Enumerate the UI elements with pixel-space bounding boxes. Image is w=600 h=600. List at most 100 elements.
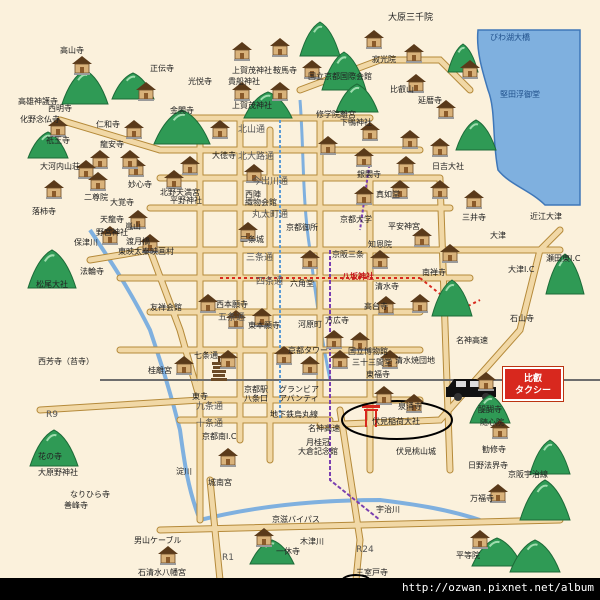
place-label[interactable]: 近江大津 bbox=[530, 212, 562, 221]
place-label[interactable]: 大河内山荘 bbox=[40, 162, 80, 171]
place-label[interactable]: 月桂冠 bbox=[306, 438, 330, 447]
place-label[interactable]: 高山寺 bbox=[60, 46, 84, 55]
place-label[interactable]: 金閣寺 bbox=[170, 106, 194, 115]
place-label[interactable]: なりひら寺 bbox=[70, 490, 110, 499]
place-label[interactable]: 比叡山 bbox=[390, 85, 414, 94]
place-label[interactable]: 修学院離宮 bbox=[316, 110, 356, 119]
place-label[interactable]: R9 bbox=[46, 410, 58, 420]
place-label[interactable]: 正伝寺 bbox=[150, 64, 174, 73]
place-label[interactable]: 男山ケーブル bbox=[134, 536, 182, 545]
place-label[interactable]: 十条通 bbox=[196, 419, 224, 429]
place-label[interactable]: 木津川 bbox=[300, 537, 324, 546]
place-label[interactable]: 京都南I.C bbox=[202, 432, 237, 441]
place-label[interactable]: 二条城 bbox=[240, 235, 264, 244]
place-label[interactable]: 京都御所 bbox=[286, 223, 318, 232]
place-label[interactable]: 三十三間堂 bbox=[352, 358, 392, 367]
place-label[interactable]: 二尊院 bbox=[84, 193, 108, 202]
hiei-taxi-label[interactable]: 比叡 タクシー bbox=[503, 367, 563, 401]
place-label[interactable]: 大徳寺 bbox=[212, 151, 236, 160]
place-label[interactable]: 七条通 bbox=[194, 351, 218, 360]
place-label[interactable]: 保津川 bbox=[74, 238, 98, 247]
place-label[interactable]: 松尾大社 bbox=[36, 280, 68, 289]
place-label[interactable]: 延暦寺 bbox=[418, 96, 442, 105]
place-label[interactable]: 万福寺 bbox=[470, 494, 494, 503]
place-label[interactable]: 仁和寺 bbox=[96, 120, 120, 129]
place-label[interactable]: 大津 bbox=[490, 231, 506, 240]
place-label[interactable]: 高雄神護寺 bbox=[18, 97, 58, 106]
place-label[interactable]: 堅田浮御堂 bbox=[500, 90, 540, 99]
place-label[interactable]: 下鴨神社 bbox=[340, 118, 372, 127]
place-label[interactable]: 清水焼団地 bbox=[395, 356, 435, 365]
place-label[interactable]: 醍醐寺 bbox=[478, 405, 502, 414]
place-label[interactable]: 京阪三条 bbox=[332, 250, 364, 259]
place-label[interactable]: 貴船神社 bbox=[228, 77, 260, 86]
place-label[interactable]: 国立博物館 bbox=[348, 347, 388, 356]
place-label[interactable]: 城南宮 bbox=[208, 478, 232, 487]
place-label[interactable]: 一休寺 bbox=[276, 547, 300, 556]
place-label[interactable]: 法輪寺 bbox=[80, 267, 104, 276]
place-label[interactable]: 西本願寺 bbox=[216, 300, 248, 309]
place-label[interactable]: 方広寺 bbox=[325, 316, 349, 325]
place-label[interactable]: 大津I.C bbox=[508, 265, 535, 274]
place-label[interactable]: 桂離宮 bbox=[148, 366, 172, 375]
place-label[interactable]: 名神高速 bbox=[308, 424, 340, 433]
place-label[interactable]: 伏見桃山城 bbox=[396, 447, 436, 456]
place-label[interactable]: 四条通 bbox=[256, 277, 284, 287]
place-label[interactable]: 善峰寺 bbox=[64, 501, 88, 510]
place-label[interactable]: 泉涌寺 bbox=[398, 402, 422, 411]
place-label[interactable]: 河原町 bbox=[298, 320, 322, 329]
place-label[interactable]: 三室戸寺 bbox=[356, 568, 388, 577]
place-label[interactable]: 勧修寺 bbox=[482, 445, 506, 454]
place-label[interactable]: 三井寺 bbox=[462, 213, 486, 222]
place-label[interactable]: 渡月橋 bbox=[126, 237, 150, 246]
place-label[interactable]: 野宮神社 bbox=[96, 228, 128, 237]
place-label[interactable]: 北山通 bbox=[238, 125, 266, 135]
place-label[interactable]: 随心院 bbox=[480, 418, 504, 427]
place-label[interactable]: 光悦寺 bbox=[188, 77, 212, 86]
place-label[interactable]: 地下鉄烏丸線 bbox=[270, 410, 318, 419]
place-label[interactable]: 丸太町通 bbox=[252, 210, 289, 220]
place-label[interactable]: 名神高速 bbox=[456, 336, 488, 345]
place-label[interactable]: 祇王寺 bbox=[46, 136, 70, 145]
place-label[interactable]: 瀬田東I.C bbox=[546, 254, 581, 263]
place-label[interactable]: 宇治川 bbox=[376, 505, 400, 514]
place-label[interactable]: 八条口 bbox=[244, 394, 268, 403]
place-label[interactable]: 東映太秦映画村 bbox=[118, 247, 174, 256]
place-label[interactable]: 東本願寺 bbox=[248, 321, 280, 330]
place-label[interactable]: 真如堂 bbox=[376, 190, 400, 199]
place-label[interactable]: 京阪宇治線 bbox=[508, 470, 548, 479]
place-label[interactable]: 六角堂 bbox=[290, 279, 314, 288]
place-label[interactable]: 嵐山 bbox=[125, 222, 141, 231]
place-label[interactable]: 京都タワー bbox=[288, 346, 328, 355]
place-label[interactable]: 寂光院 bbox=[372, 55, 396, 64]
place-label[interactable]: 上賀茂神社 bbox=[232, 66, 272, 75]
place-label[interactable]: 知恩院 bbox=[368, 240, 392, 249]
place-label[interactable]: 花の寺 bbox=[38, 452, 62, 461]
place-label[interactable]: 北大路通 bbox=[238, 152, 275, 162]
place-label[interactable]: 京都駅 bbox=[244, 385, 268, 394]
place-label[interactable]: 日野法界寺 bbox=[468, 461, 508, 470]
place-label[interactable]: 平野神社 bbox=[170, 196, 202, 205]
place-label[interactable]: 東寺 bbox=[192, 392, 208, 401]
place-label[interactable]: 国立京都国際会館 bbox=[308, 72, 372, 81]
place-label[interactable]: 龍安寺 bbox=[100, 140, 124, 149]
place-label[interactable]: 石山寺 bbox=[510, 314, 534, 323]
place-label[interactable]: 平安神宮 bbox=[388, 222, 420, 231]
place-label[interactable]: 平等院 bbox=[456, 551, 480, 560]
place-label[interactable]: 北野天満宮 bbox=[160, 188, 200, 197]
place-label[interactable]: 織物会館 bbox=[245, 198, 277, 207]
place-label[interactable]: 日吉大社 bbox=[432, 162, 464, 171]
place-label[interactable]: 大原野神社 bbox=[38, 468, 78, 477]
place-label[interactable]: 友禅会館 bbox=[150, 303, 182, 312]
place-label[interactable]: 大覚寺 bbox=[110, 198, 134, 207]
place-label[interactable]: 三条通 bbox=[246, 253, 274, 263]
place-label[interactable]: R24 bbox=[356, 545, 374, 555]
place-label[interactable]: 九条通 bbox=[196, 402, 224, 412]
place-label[interactable]: 高台寺 bbox=[364, 302, 388, 311]
place-label[interactable]: 八坂神社 bbox=[342, 272, 374, 281]
place-label[interactable]: 東福寺 bbox=[366, 370, 390, 379]
place-label[interactable]: 西明寺 bbox=[48, 104, 72, 113]
place-label[interactable]: 大原三千院 bbox=[388, 13, 434, 23]
place-label[interactable]: 南禅寺 bbox=[422, 268, 446, 277]
place-label[interactable]: 今出川通 bbox=[252, 177, 289, 187]
